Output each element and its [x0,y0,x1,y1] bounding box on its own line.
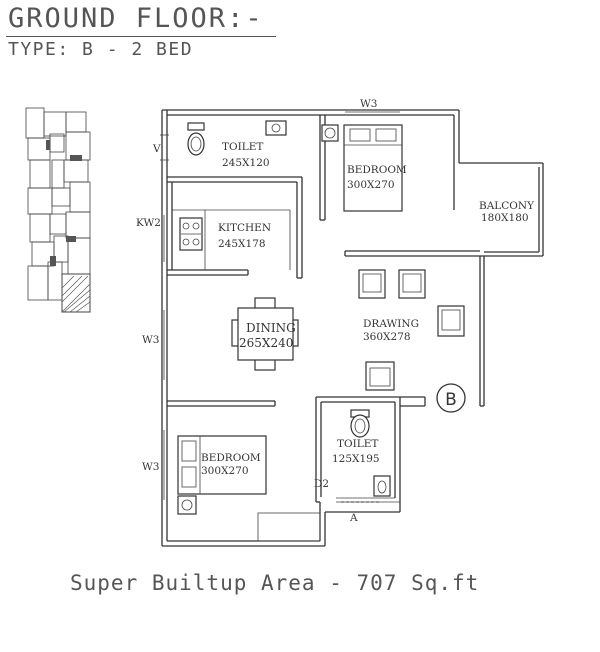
drawing-name: DRAWING [363,318,419,330]
bedroom2-size: 300X270 [201,465,249,477]
vent-v-label: V [152,143,161,155]
dining-size: 265X240 [239,336,293,350]
walls [160,109,544,547]
dining-name: DINING [246,321,296,335]
unit-marker: B [445,390,457,410]
door-a-label: A [349,512,358,524]
window-kw2-label: KW2 [136,217,161,229]
toilet2-size: 125X195 [332,453,380,465]
toilet1-size: 245X120 [222,157,270,169]
key-plan [25,107,91,313]
toilet1-name: TOILET [222,141,263,153]
balcony-name: BALCONY [479,200,535,212]
bedroom2-name: BEDROOM [201,452,261,464]
kitchen-size: 245X178 [218,238,266,250]
drawing-size: 360X278 [363,331,411,343]
toilet2-name: TOILET [337,438,378,450]
balcony-size: 180X180 [481,212,529,224]
floor-title: GROUND FLOOR:- [8,3,264,34]
fixtures [177,120,466,515]
window-w3-top: W3 [360,98,377,110]
kitchen-name: KITCHEN [218,222,271,234]
bedroom1-size: 300X270 [347,179,395,191]
bedroom1-name: BEDROOM [347,164,407,176]
window-w3-left1: W3 [142,334,159,346]
window-w3-left2: W3 [142,461,159,473]
unit-type-subtitle: TYPE: B - 2 BED [8,39,194,60]
door-d2-label: D2 [314,478,329,490]
title-underline [6,36,276,37]
super-builtup-area: Super Builtup Area - 707 Sq.ft [70,571,480,595]
